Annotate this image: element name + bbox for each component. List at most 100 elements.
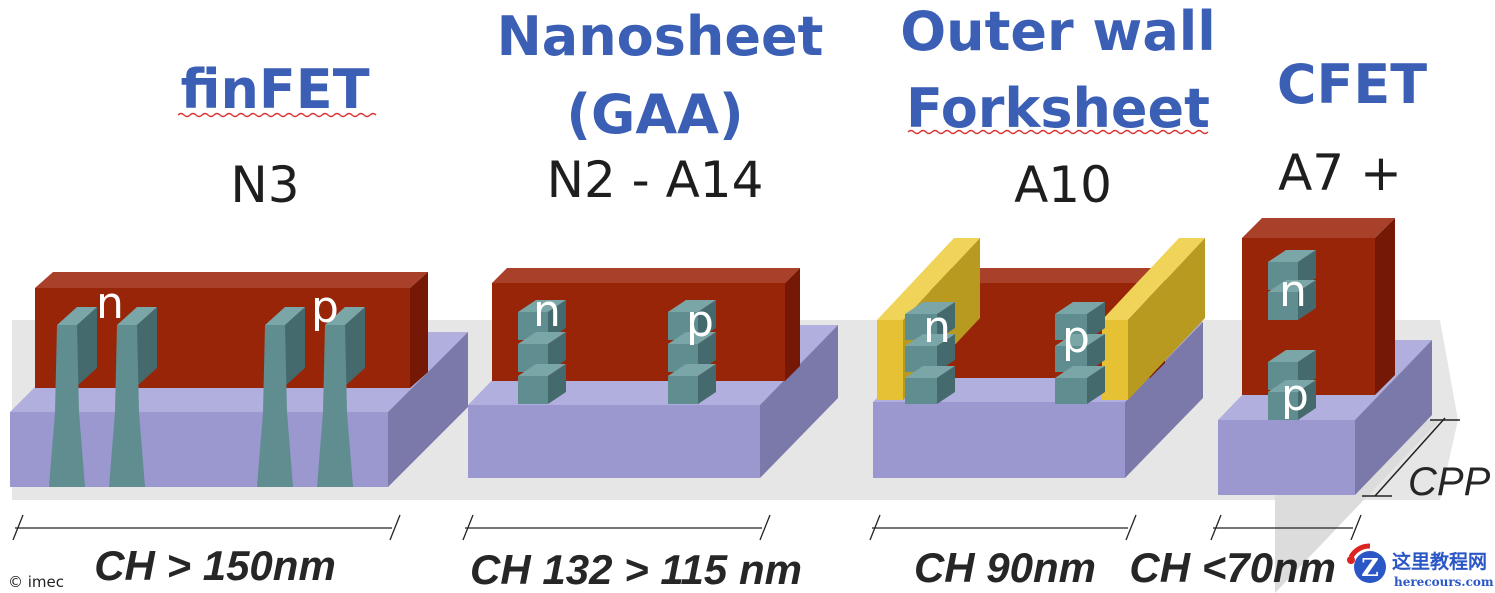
forksheet-top <box>905 302 955 314</box>
title-finfet: finFET <box>180 58 369 121</box>
nanosheet-top <box>668 300 716 312</box>
gate-top <box>492 268 800 283</box>
copyright-text: © imec <box>8 573 64 591</box>
n-label: n <box>96 278 124 329</box>
pmos-sheet-front <box>1268 392 1298 420</box>
n-label: n <box>533 286 561 337</box>
dimension-line <box>462 514 771 541</box>
nmos-sheet-top <box>1268 250 1316 262</box>
forksheet-top <box>1055 302 1105 314</box>
fin-side <box>77 307 97 386</box>
forksheet-side <box>1087 334 1105 372</box>
substrate-front <box>10 412 388 487</box>
pmos-sheet-side <box>1298 380 1316 420</box>
p-label: p <box>311 282 339 333</box>
gate-top <box>1242 218 1395 238</box>
nanosheet-top <box>518 332 566 344</box>
title-forksheet: Forksheet <box>906 77 1210 140</box>
node-label-a10: A10 <box>1014 156 1112 214</box>
nmos-sheet-front <box>1268 292 1298 320</box>
nmos-sheet-side <box>1298 280 1316 320</box>
forksheet-top <box>1055 334 1105 346</box>
nmos-sheet-top <box>1268 280 1316 292</box>
nanosheet-side <box>548 332 566 372</box>
device-shapes <box>10 218 1432 495</box>
title-gaa: (GAA) <box>566 83 743 146</box>
z-logo-icon: Z <box>1347 543 1386 583</box>
nanosheet-side <box>548 364 566 404</box>
fin-front <box>109 325 145 487</box>
forksheet-top <box>1055 366 1105 378</box>
fin-front <box>49 325 85 487</box>
p-label: p <box>1281 370 1309 421</box>
fin-top <box>265 307 305 325</box>
forksheet-front <box>905 314 937 340</box>
forksheet-front <box>905 378 937 404</box>
substrate-side <box>760 325 838 478</box>
p-label: p <box>1062 312 1090 363</box>
gate-side <box>410 272 428 388</box>
nanosheet-side <box>698 332 716 372</box>
fin-side <box>285 307 305 386</box>
fin-top <box>325 307 365 325</box>
nanosheet-top <box>518 300 566 312</box>
fin-side <box>345 307 365 386</box>
forksheet-side <box>1087 366 1105 404</box>
fin-front <box>257 325 293 487</box>
outer-wall-top <box>1102 238 1205 320</box>
node-label-a7: A7 + <box>1278 144 1402 202</box>
cell-height-dimensions <box>12 514 1362 541</box>
nanosheet-top <box>668 364 716 376</box>
cpp-dimension: CPP <box>1362 417 1491 504</box>
pmos-sheet-top <box>1268 350 1316 362</box>
p-label: p <box>686 296 714 347</box>
dimension-line <box>869 514 1137 541</box>
spellcheck-underline <box>177 112 377 118</box>
fin-top <box>57 307 97 325</box>
gate-side <box>1375 218 1395 395</box>
watermark-cn: 这里教程网 <box>1392 550 1487 573</box>
outer-wall-front <box>877 320 903 400</box>
substrate-side <box>1125 322 1203 478</box>
cell-height-label: CH <70nm <box>1129 544 1336 591</box>
forksheet-front <box>1055 314 1087 340</box>
gate-side <box>785 268 800 381</box>
title-outer-wall: Outer wall <box>900 0 1216 63</box>
nanosheet-top <box>518 364 566 376</box>
spellcheck-underline <box>907 129 1209 135</box>
nanosheet-side <box>548 300 566 340</box>
substrate-front <box>873 402 1125 478</box>
substrate-front <box>468 405 760 478</box>
dimension-line <box>1210 514 1362 541</box>
forksheet-side <box>1087 302 1105 340</box>
forksheet-side <box>937 366 955 404</box>
outer-wall-front <box>1102 320 1128 400</box>
nanosheet-front <box>518 376 548 404</box>
forksheet-front <box>1055 346 1087 372</box>
forksheet-top <box>905 366 955 378</box>
gate-top <box>930 268 1165 283</box>
outer-wall-side <box>1128 238 1205 400</box>
cell-height-label: CH 132 > 115 nm <box>470 546 802 593</box>
nanosheet-side <box>698 300 716 340</box>
nanosheet-side <box>698 364 716 404</box>
substrate-front <box>1218 420 1355 495</box>
substrate-side <box>1355 340 1432 495</box>
forksheet-top <box>905 334 955 346</box>
forksheet-front <box>905 346 937 372</box>
n-label: n <box>1279 266 1307 317</box>
watermark-en: herecours.com <box>1394 575 1494 589</box>
forksheet-side <box>937 334 955 372</box>
node-label-n3: N3 <box>230 156 299 214</box>
forksheet-front <box>1055 378 1087 404</box>
cell-height-label: CH 90nm <box>914 544 1096 591</box>
title-nanosheet: Nanosheet <box>497 5 824 68</box>
title-cfet: CFET <box>1277 53 1427 116</box>
fin-top <box>117 307 157 325</box>
cell-height-label: CH > 150nm <box>94 542 336 589</box>
n-label: n <box>923 302 951 353</box>
dimension-line <box>12 514 401 541</box>
svg-text:Z: Z <box>1361 553 1379 582</box>
fin-side <box>137 307 157 386</box>
